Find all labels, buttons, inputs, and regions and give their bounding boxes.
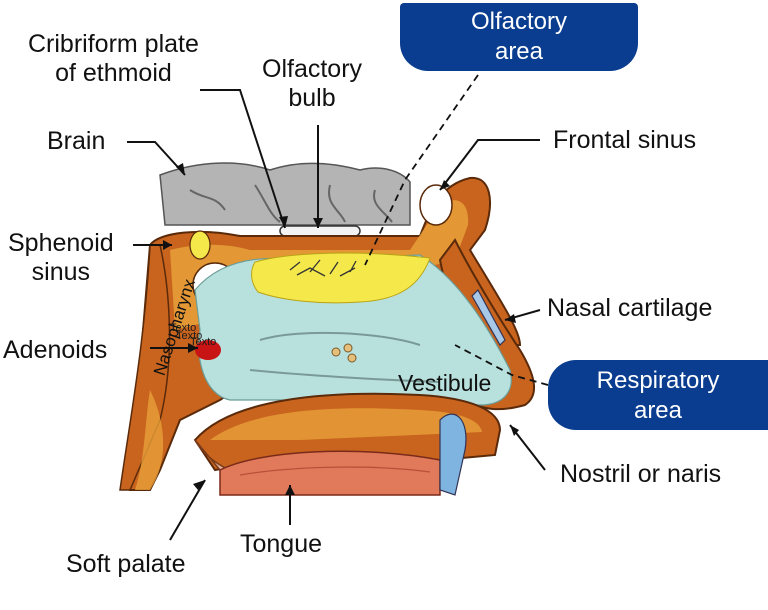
cribriform-line1: Cribriform plate [28, 30, 199, 58]
texto-label-1: Texto [170, 322, 197, 334]
texto-label-3: Texto [190, 336, 217, 348]
adenoids-label: Adenoids [3, 336, 108, 364]
tongue-label: Tongue [240, 530, 323, 558]
texto-label-2: Texto [176, 330, 203, 342]
sphenoid-sinus-label: Sphenoid sinus [8, 229, 114, 287]
nasal-cartilage-shape [471, 289, 506, 346]
nasal-cartilage-label: Nasal cartilage [547, 294, 713, 322]
olfactory-area-line2: area [494, 38, 544, 65]
olfactory-area-line1: Olfactory [470, 8, 568, 35]
olfactory-bulb-label: Olfactory bulb [262, 55, 362, 113]
sphenoid-line2: sinus [31, 257, 91, 286]
respiratory-area-callout: Respiratory area [548, 360, 768, 430]
brain-label: Brain [47, 127, 106, 155]
nostril-label: Nostril or naris [560, 460, 722, 488]
respiratory-area-line1: Respiratory [596, 367, 720, 394]
frontal-sinus-label: Frontal sinus [553, 126, 697, 154]
brain-shape [159, 162, 411, 226]
cribriform-plate-label: Cribriform plate of ethmoid [28, 30, 199, 88]
vestibule-label: Vestibule [398, 370, 492, 396]
cribriform-line2: of ethmoid [55, 58, 172, 87]
adenoid-shape [195, 340, 221, 360]
olfactory-bulb-line2: bulb [288, 83, 336, 112]
sphenoid-line1: Sphenoid [8, 229, 114, 257]
olfactory-area-callout: Olfactory area [400, 3, 638, 71]
frontal-sinus-shape [419, 184, 453, 226]
olfactory-bulb-line1: Olfactory [262, 55, 363, 83]
soft-palate-label: Soft palate [66, 550, 186, 578]
respiratory-area-line2: area [633, 397, 683, 424]
olfactory-bulb-shape [279, 225, 361, 237]
